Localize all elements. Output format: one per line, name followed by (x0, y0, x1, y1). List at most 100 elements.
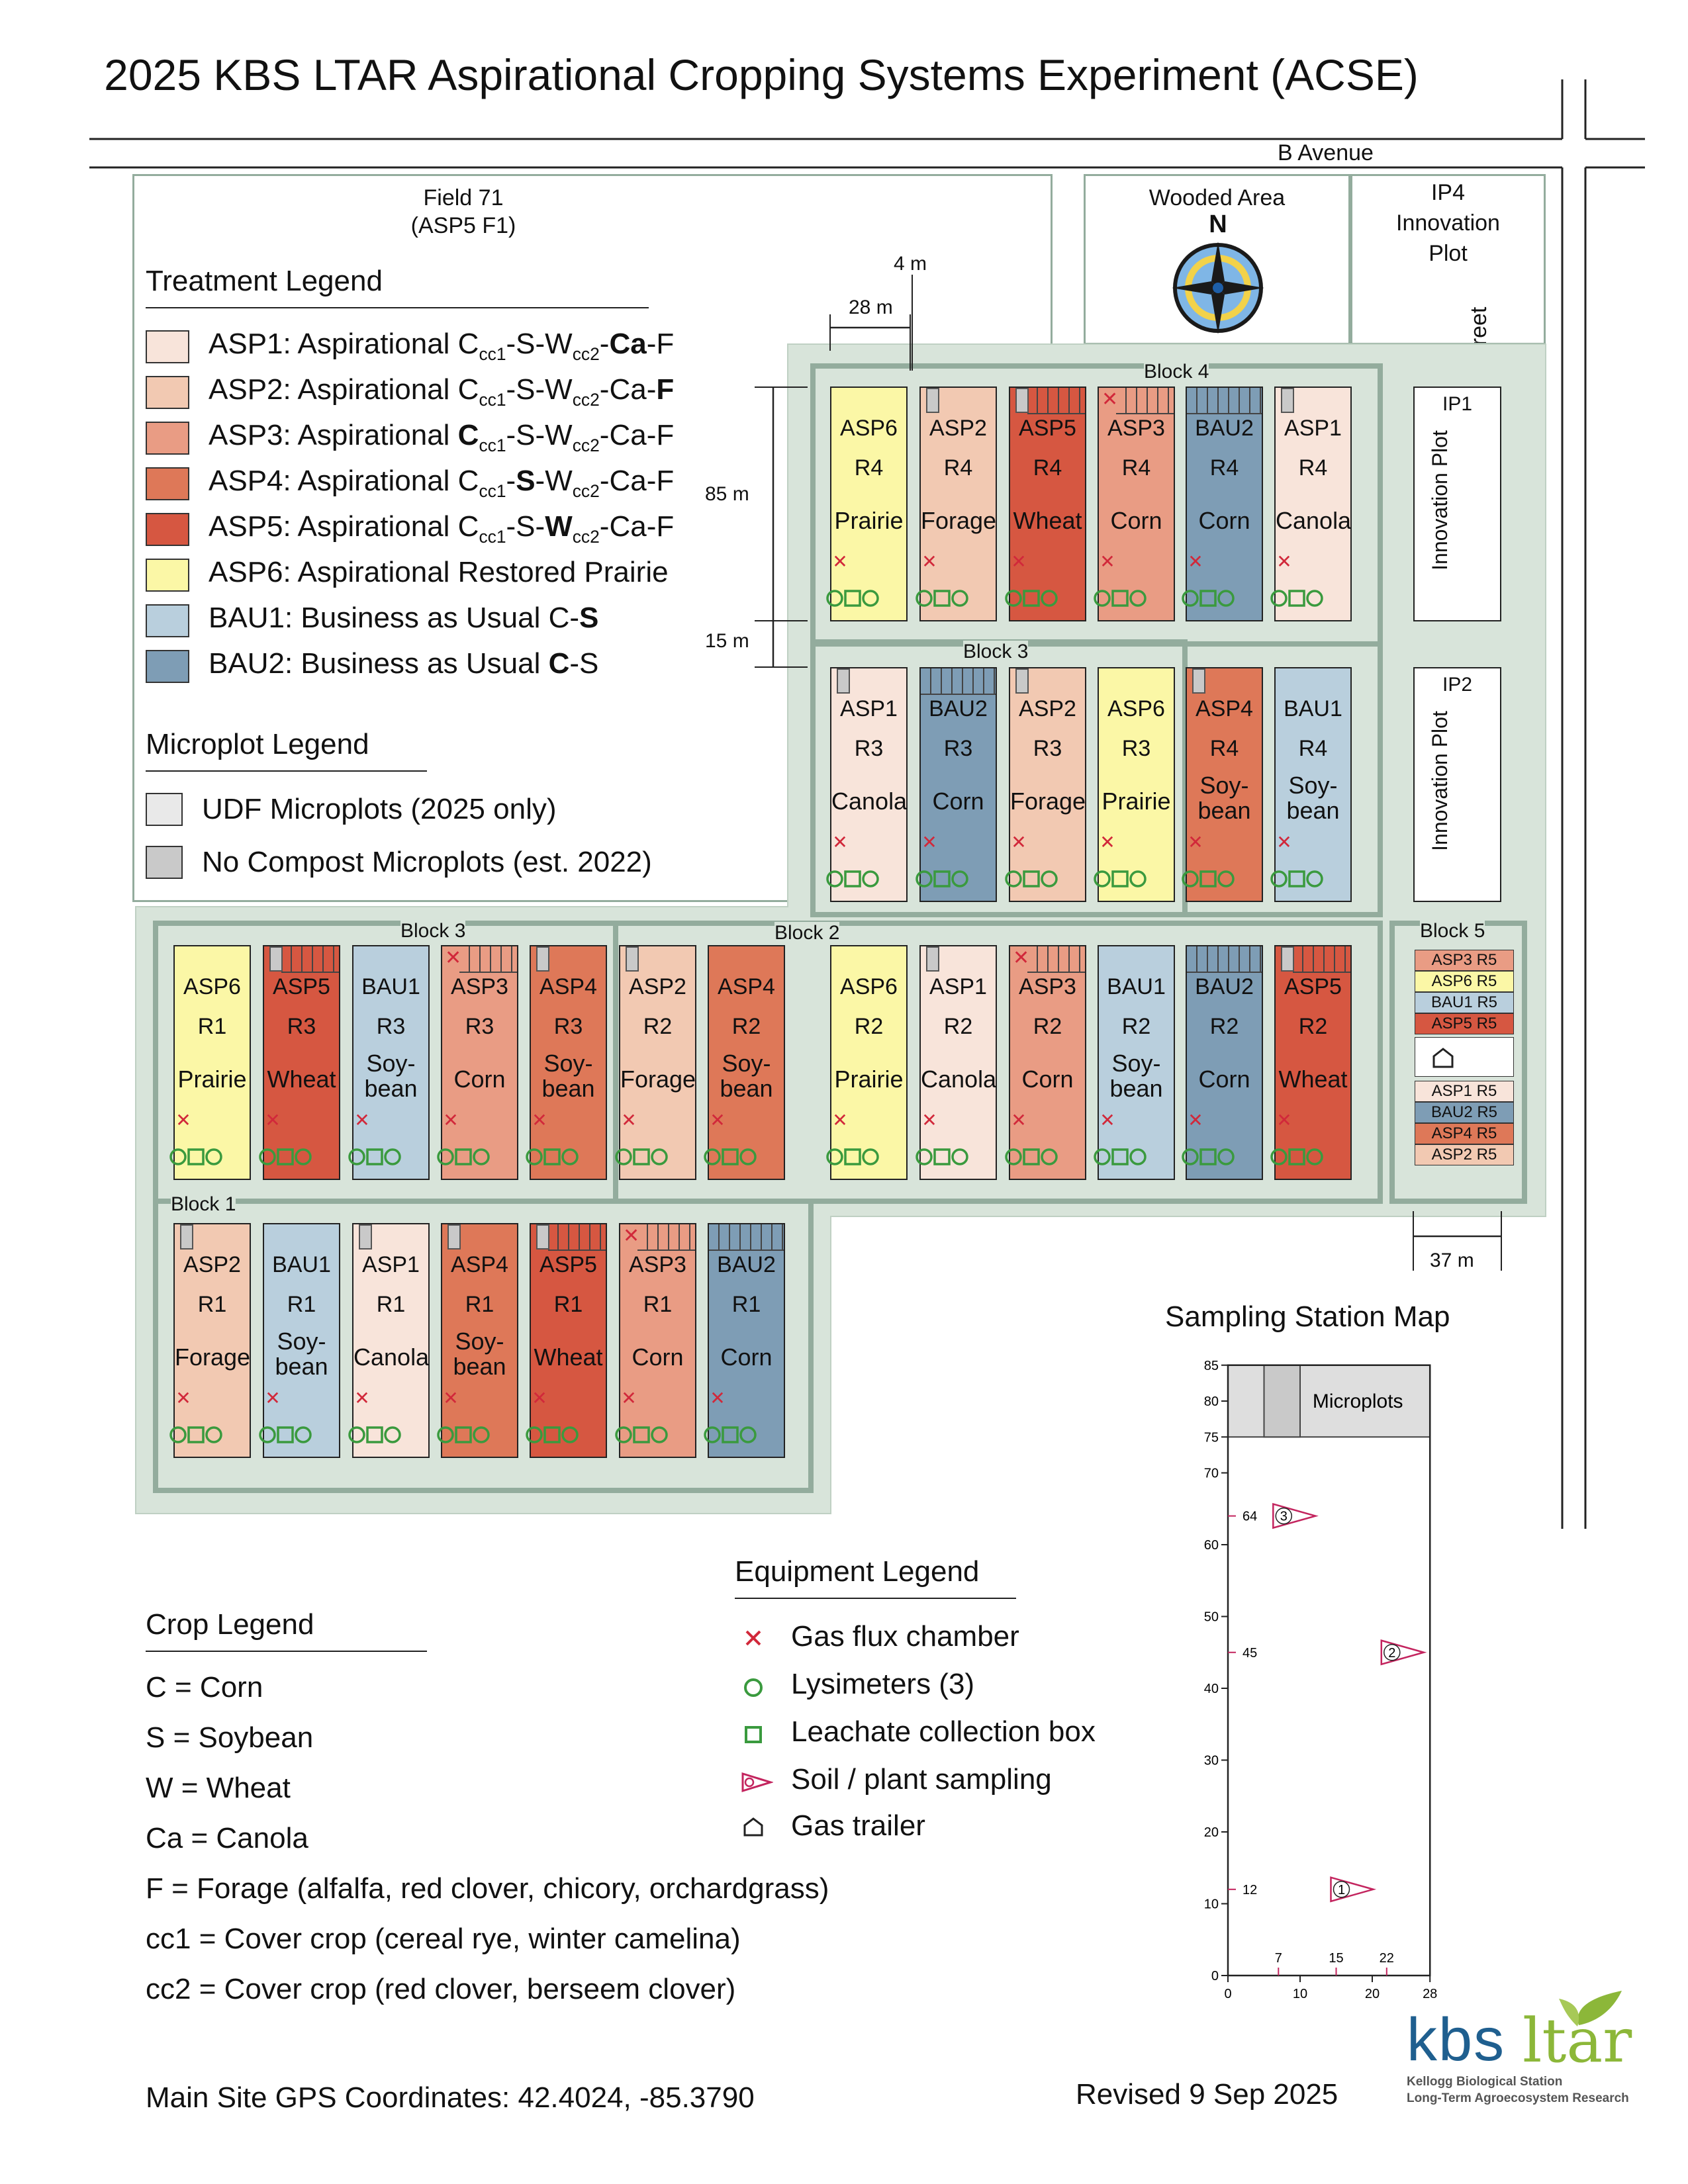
no-compost-microplot (536, 1224, 549, 1250)
lysimeter-icon (1217, 1148, 1235, 1165)
road-b-avenue: B Avenue (1278, 140, 1374, 165)
block-label: Block 3 (963, 641, 1029, 663)
lysimeter-group (1005, 588, 1064, 608)
plot-replicate: R4 (1033, 455, 1062, 480)
field-sub: (ASP5 F1) (410, 213, 516, 238)
plot-crop: Canola (353, 1343, 430, 1371)
no-compost-label: No Compost Microplots (est. 2022) (202, 846, 652, 878)
leachate-box-icon (1023, 1148, 1040, 1165)
lysimeter-icon (1005, 590, 1022, 607)
leachate-box-icon (1199, 590, 1217, 607)
plot-crop: Soy-bean (1197, 772, 1251, 824)
gas-flux-chamber-icon: ✕ (621, 1388, 637, 1408)
plot-crop: Corn (720, 1343, 773, 1371)
gas-flux-chamber-icon: ✕ (710, 1388, 726, 1408)
lysimeter-icons (1005, 1148, 1058, 1165)
plot-replicate: R1 (643, 1292, 673, 1317)
plot-replicate: R3 (854, 736, 884, 761)
crop-legend-heading: Crop Legend (146, 1608, 314, 1641)
y-tick-label: 60 (1204, 1538, 1219, 1553)
treatment-label-asp3: ASP3: Aspirational Ccc1-S-Wcc2-Ca-F (209, 419, 675, 455)
block-label: Block 4 (1144, 361, 1209, 383)
gas-flux-chamber-icon: ✕ (354, 1110, 370, 1130)
plot-replicate: R1 (465, 1292, 494, 1317)
plot-crop: Soy-bean (453, 1328, 506, 1380)
lysimeter-group (915, 869, 975, 889)
lysimeter-group (826, 869, 886, 889)
block5-plot: ASP6 R5 (1415, 971, 1514, 992)
lysimeter-icon (1129, 870, 1147, 887)
lysimeter-group (1182, 588, 1241, 608)
dim-85m: 85 m (705, 483, 749, 505)
leachate-box-icon (1288, 870, 1305, 887)
lysimeter-icon (384, 1426, 401, 1443)
leachate-box-icon (1023, 870, 1040, 887)
treatment-swatch-asp4 (146, 467, 189, 500)
no-compost-swatch (146, 846, 183, 879)
lysimeter-icon (169, 1148, 187, 1165)
lysimeter-icon (1270, 1148, 1288, 1165)
lysimeter-icons (1094, 1148, 1147, 1165)
y-tick-label: 80 (1204, 1394, 1219, 1409)
lysimeter-icons (259, 1148, 312, 1165)
crop-legend-item: Ca = Canola (146, 1822, 308, 1854)
block5-plot: ASP2 R5 (1415, 1144, 1514, 1165)
udf-label: UDF Microplots (2025 only) (202, 793, 557, 825)
station-id: 2 (1388, 1646, 1395, 1661)
station-id: 3 (1280, 1510, 1288, 1524)
plot-crop: Corn (1198, 1066, 1250, 1093)
lysimeter-icon (259, 1148, 276, 1165)
square-icon (745, 1726, 762, 1743)
lysimeter-icons (169, 1426, 222, 1443)
udf-microplot-strip (548, 1224, 606, 1251)
leachate-box-icon (1288, 1148, 1305, 1165)
treatment-label-asp1: ASP1: Aspirational Ccc1-S-Wcc2-Ca-F (209, 328, 675, 364)
lysimeter-icon (1270, 590, 1288, 607)
lysimeter-icons (826, 1148, 879, 1165)
x-tick-label: 20 (1365, 1987, 1380, 2001)
microplot-band (1227, 1364, 1431, 1438)
y-tick-label: 0 (1211, 1969, 1219, 1983)
wooded-area-label: Wooded Area (1149, 185, 1286, 210)
gas-flux-chamber-icon: ✕ (1276, 1110, 1292, 1130)
gas-flux-chamber-icon: ✕ (832, 1110, 848, 1130)
gas-flux-chamber-icon: ✕ (354, 1388, 370, 1408)
kbs-ltar-logo: kbs ltar Kellogg Biological Station Long… (1407, 1991, 1645, 2124)
lysimeter-group (704, 1147, 763, 1167)
block5-plot: ASP3 R5 (1415, 950, 1514, 971)
plot-replicate: R2 (943, 1014, 973, 1039)
treatment-swatch-asp6 (146, 559, 189, 592)
legend-underline (146, 307, 649, 308)
crop-legend-item: cc1 = Cover crop (cereal rye, winter cam… (146, 1923, 741, 1955)
compass-n: N (1209, 210, 1227, 238)
lysimeter-icons (1005, 590, 1058, 607)
y-tick-label: 20 (1204, 1825, 1219, 1840)
plot-replicate: R2 (854, 1014, 884, 1039)
gas-flux-chamber-icon: ✕ (921, 1110, 937, 1130)
plot-replicate: R1 (287, 1292, 316, 1317)
leachate-box-icon (633, 1426, 650, 1443)
gas-flux-chamber-icon: ✕ (532, 1110, 547, 1130)
logo-line2: Long-Term Agroecosystem Research (1407, 2091, 1629, 2105)
crop-legend-item: W = Wheat (146, 1772, 291, 1804)
leachate-box-icon (366, 1426, 383, 1443)
plot-replicate: R2 (731, 1014, 761, 1039)
station-x-label: 15 (1329, 1951, 1343, 1966)
block-label: Block 3 (400, 920, 466, 942)
leachate-box-icon (1111, 870, 1129, 887)
plot-code: ASP6 (840, 416, 898, 441)
plot-crop: Forage (921, 507, 997, 534)
plot-replicate: R2 (643, 1014, 673, 1039)
lysimeter-group (526, 1147, 585, 1167)
no-compost-microplot (926, 388, 939, 413)
lysimeter-group (1270, 869, 1330, 889)
block-label: Block 2 (774, 922, 840, 944)
plot-replicate: R1 (197, 1014, 227, 1039)
sampling-station-flag (1272, 1502, 1319, 1529)
